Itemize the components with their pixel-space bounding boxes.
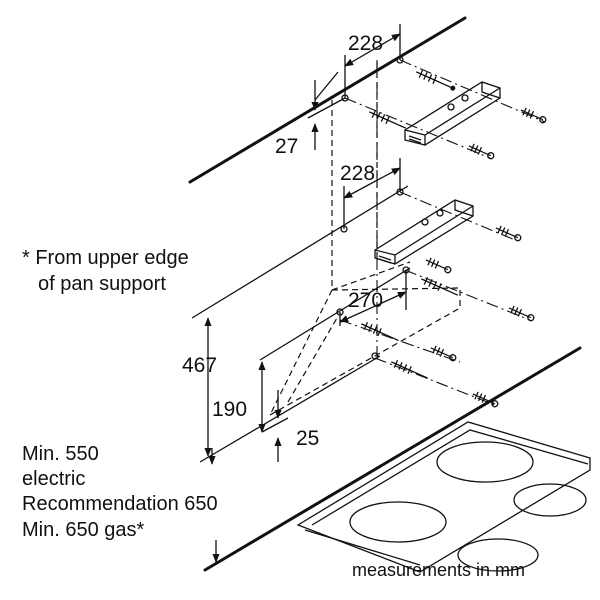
dim-467-label: 467	[182, 354, 217, 377]
dim-190-label: 190	[212, 398, 247, 421]
screws	[361, 70, 547, 408]
dim-270	[339, 270, 407, 326]
note-min-3: Recommendation 650	[22, 493, 218, 515]
note-min-2: electric	[22, 468, 85, 490]
dim-top-228	[344, 24, 401, 98]
dim-min-distance	[208, 448, 220, 563]
dim-25-label: 25	[296, 427, 319, 450]
upper-bracket	[404, 81, 501, 146]
note-pan-support-1: * From upper edge	[22, 247, 189, 269]
note-min-1: Min. 550	[22, 443, 99, 465]
ceiling-line	[188, 16, 467, 184]
units-note: measurements in mm	[352, 560, 525, 580]
worktop-line	[203, 346, 582, 572]
dim-27	[307, 71, 346, 150]
dim-mid-228	[343, 158, 401, 229]
dim-top-228-label: 228	[348, 32, 383, 55]
note-min-4: Min. 650 gas*	[22, 519, 145, 541]
dim-270-label: 270	[348, 289, 383, 312]
note-pan-support-2: of pan support	[38, 273, 166, 295]
middle-bracket	[374, 199, 474, 265]
dim-mid-228-label: 228	[340, 162, 375, 185]
dim-25	[261, 390, 289, 462]
dim-27-label: 27	[275, 135, 298, 158]
cooktop	[296, 421, 591, 573]
hood-outline	[269, 62, 461, 416]
level-lines	[191, 185, 411, 463]
